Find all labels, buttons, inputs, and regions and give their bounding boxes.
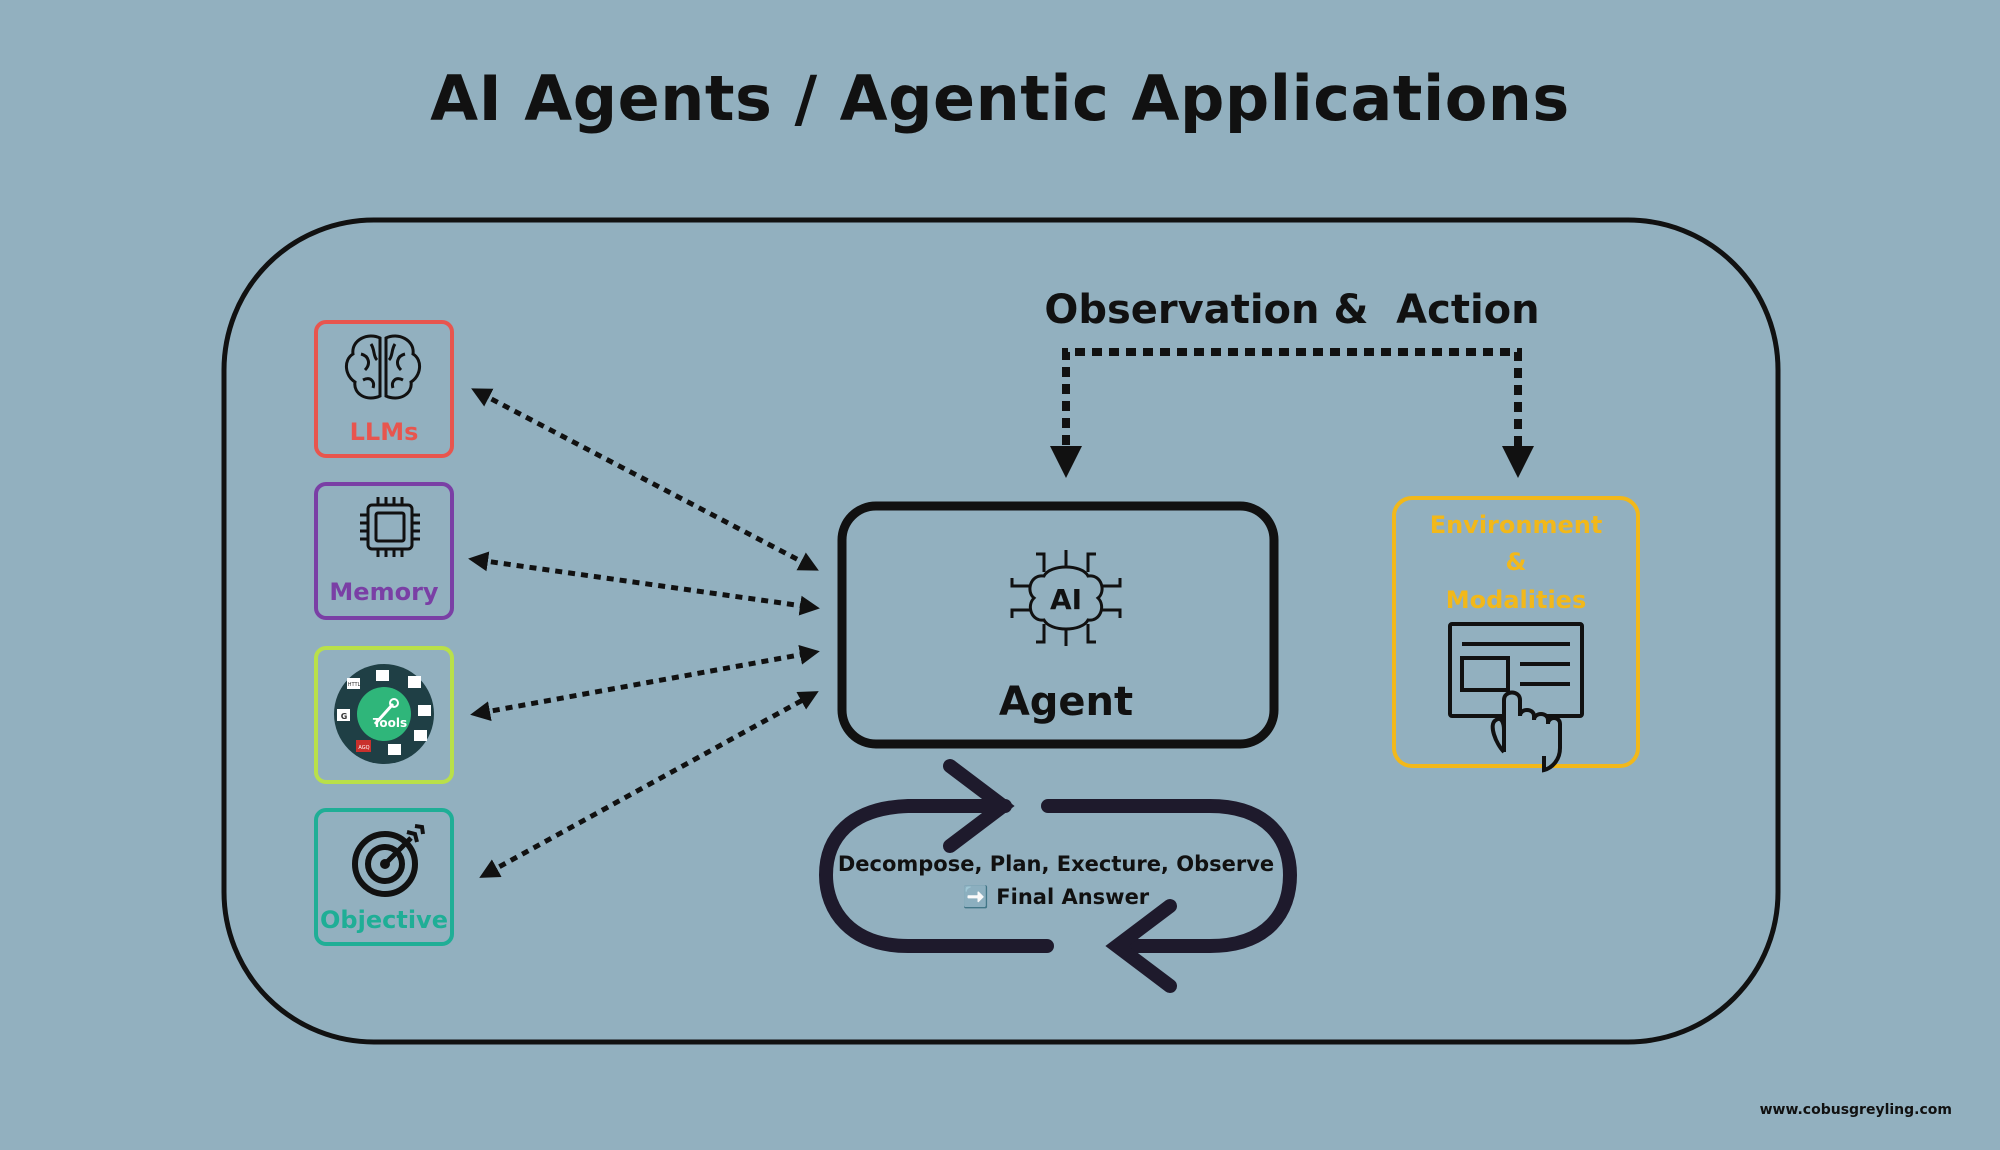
loop-path <box>818 799 1298 953</box>
loop-arrow-top <box>943 759 1015 853</box>
brain-icon <box>345 334 421 400</box>
objective-label: Objective <box>320 906 448 934</box>
tools-wheel-icon: Tools HTTL G AGQ <box>334 664 434 764</box>
outer-container <box>221 217 1781 1045</box>
target-icon <box>352 824 425 897</box>
environment-box: Environment & Modalities <box>1392 496 1640 773</box>
observation-action-arrow <box>1050 348 1534 478</box>
footer-url: www.cobusgreyling.com <box>1759 1102 1952 1118</box>
environment-ampersand: & <box>1506 548 1527 576</box>
memory-label: Memory <box>329 578 438 606</box>
agent-box: AI Agent <box>837 501 1279 749</box>
loop-text-line1: Decompose, Plan, Execture, Observe <box>838 852 1274 876</box>
memory-agent-arrow <box>468 551 820 616</box>
agent-label: Agent <box>999 679 1133 725</box>
objective-box: Objective <box>314 808 454 946</box>
process-loop <box>818 759 1298 993</box>
tools-wheel-label-agq: AGQ <box>358 745 369 751</box>
tools-agent-arrow <box>470 644 820 722</box>
tools-wheel-label-httl: HTTL <box>348 682 361 688</box>
tools-label: Tools <box>373 716 407 730</box>
loop-arrow-bottom <box>1105 899 1177 993</box>
observation-action-label: Observation & Action <box>1044 287 1539 333</box>
llms-agent-arrow <box>471 388 819 571</box>
environment-label: Environment <box>1430 511 1603 539</box>
component-arrows <box>468 388 820 878</box>
tools-wheel-label-g: G <box>341 712 348 721</box>
memory-box: Memory <box>314 482 454 620</box>
llms-label: LLMs <box>350 418 419 446</box>
ai-chip-icon: AI <box>1010 550 1122 646</box>
chip-icon <box>360 497 420 557</box>
screen-touch-icon <box>1448 622 1584 773</box>
agent-icon-text: AI <box>1050 583 1082 616</box>
objective-agent-arrow <box>479 691 819 878</box>
page-title: AI Agents / Agentic Applications <box>430 62 1570 135</box>
llms-box: LLMs <box>314 320 454 458</box>
modalities-label: Modalities <box>1446 586 1586 614</box>
loop-text-line2: ➡️ Final Answer <box>963 884 1150 909</box>
tools-box: Tools HTTL G AGQ <box>314 646 454 784</box>
